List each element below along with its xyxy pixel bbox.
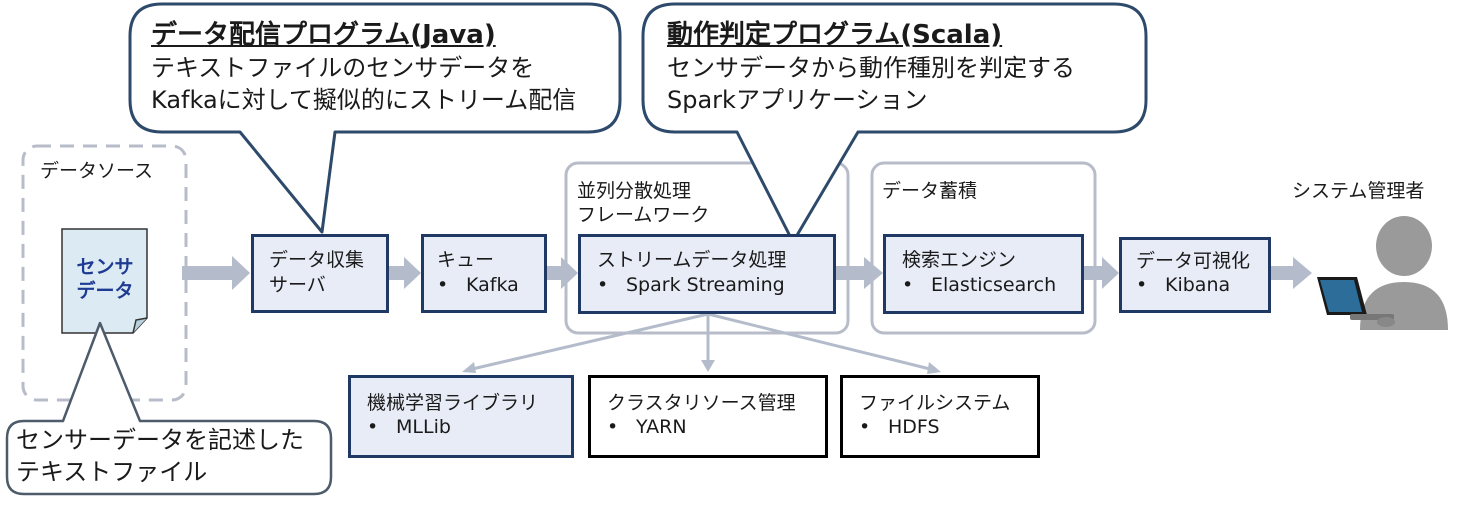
fs-label: ファイルシステム (859, 392, 1011, 414)
queue-item: Kafka (466, 274, 519, 296)
arrow-collector-queue (389, 257, 421, 289)
stream-label: ストリームデータ処理 (597, 249, 787, 271)
ml-item: MLLib (396, 416, 451, 438)
search-item: Elasticsearch (931, 274, 1057, 296)
callout-java-title: データ配信プログラム(Java) (151, 20, 496, 50)
search-bullet: • (902, 274, 914, 296)
callout-scala-title: 動作判定プログラム(Scala) (667, 20, 1003, 50)
storage-frame (870, 161, 1097, 335)
callout-scala-shape (641, 2, 1148, 244)
callout-textfile-shape (5, 321, 333, 496)
fs-bullet: • (859, 416, 871, 438)
cluster-label: クラスタリソース管理 (607, 392, 796, 414)
sensor-doc-line2: データ (76, 280, 134, 302)
ml-label: 機械学習ライブラリ (367, 392, 539, 414)
callout-scala-line2: Sparkアプリケーション (667, 86, 928, 114)
search-node: 検索エンジン • Elasticsearch (883, 234, 1084, 314)
arrow-stream-search (835, 257, 883, 289)
ml-bullet: • (367, 416, 379, 438)
queue-label: キュー (437, 249, 495, 271)
collector-line1: データ収集 (269, 249, 365, 271)
admin-label: システム管理者 (1292, 180, 1425, 202)
flow-arrows (182, 256, 1312, 290)
parallel-label-line2: フレームワーク (577, 204, 710, 226)
stream-node: ストリームデータ処理 • Spark Streaming (578, 234, 836, 314)
queue-node: キュー • Kafka (421, 234, 547, 313)
storage-label: データ蓄積 (882, 180, 978, 202)
parallel-label-line1: 並列分散処理 (577, 180, 692, 202)
collector-node: データ収集 サーバ (251, 234, 389, 313)
callout-java-line2: Kafkaに対して擬似的にストリーム配信 (151, 86, 577, 114)
stream-bullet: • (597, 274, 609, 296)
viz-label: データ可視化 (1136, 250, 1251, 272)
cluster-bullet: • (607, 416, 619, 438)
viz-item: Kibana (1165, 274, 1231, 296)
arrow-search-viz (1084, 257, 1119, 289)
stream-item: Spark Streaming (626, 274, 785, 296)
queue-bullet: • (437, 274, 449, 296)
arrow-viz-admin (1271, 257, 1312, 289)
cluster-node: クラスタリソース管理 • YARN (588, 375, 828, 458)
admin-person-icon (1317, 216, 1448, 330)
fs-node: ファイルシステム • HDFS (840, 375, 1040, 458)
fs-item: HDFS (888, 416, 940, 438)
callout-textfile-line2: テキストファイル (16, 458, 208, 486)
callout-textfile-line1: センサーデータを記述した (16, 426, 304, 454)
collector-line2: サーバ (269, 274, 326, 296)
callout-scala-line1: センサデータから動作種別を判定する (667, 54, 1075, 82)
viz-node: データ可視化 • Kibana (1119, 237, 1271, 313)
arrow-queue-stream (547, 257, 578, 289)
branch-arrows (462, 312, 941, 374)
datasource-label: データソース (40, 160, 154, 182)
callout-java-shape (128, 2, 622, 234)
cluster-item: YARN (636, 416, 687, 438)
callout-java-line1: テキストファイルのセンサデータを (151, 54, 535, 82)
arrow-source-collector (182, 256, 250, 290)
ml-node: 機械学習ライブラリ • MLLib (348, 375, 574, 458)
search-label: 検索エンジン (902, 249, 1017, 271)
viz-bullet: • (1136, 274, 1148, 296)
sensor-doc-line1: センサ (76, 256, 134, 278)
